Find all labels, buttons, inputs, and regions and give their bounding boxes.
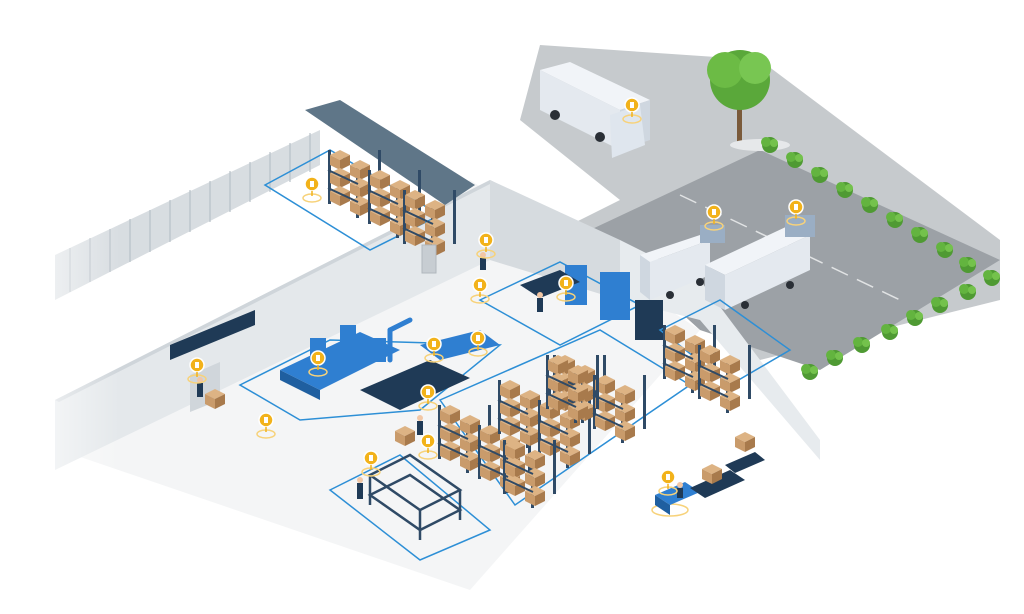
truck-mid: [640, 225, 725, 300]
wall-right: [490, 180, 620, 300]
truck-top: [540, 62, 650, 158]
wall-door: [421, 244, 437, 274]
shelf-zone: [328, 454, 492, 561]
fence-bars: [69, 133, 311, 292]
sensor-marker-icon[interactable]: [302, 176, 322, 203]
loading-door: [170, 310, 255, 360]
worker: [197, 252, 683, 499]
shed-roof: [305, 100, 475, 205]
tree: [707, 50, 790, 151]
wall-back-top: [55, 180, 494, 402]
truck-right: [705, 215, 815, 310]
shelf-unit: [367, 453, 463, 540]
fence-left: [55, 130, 320, 300]
wall-back: [55, 180, 490, 470]
robot-arm: [387, 317, 413, 363]
fade-left: [0, 0, 120, 614]
